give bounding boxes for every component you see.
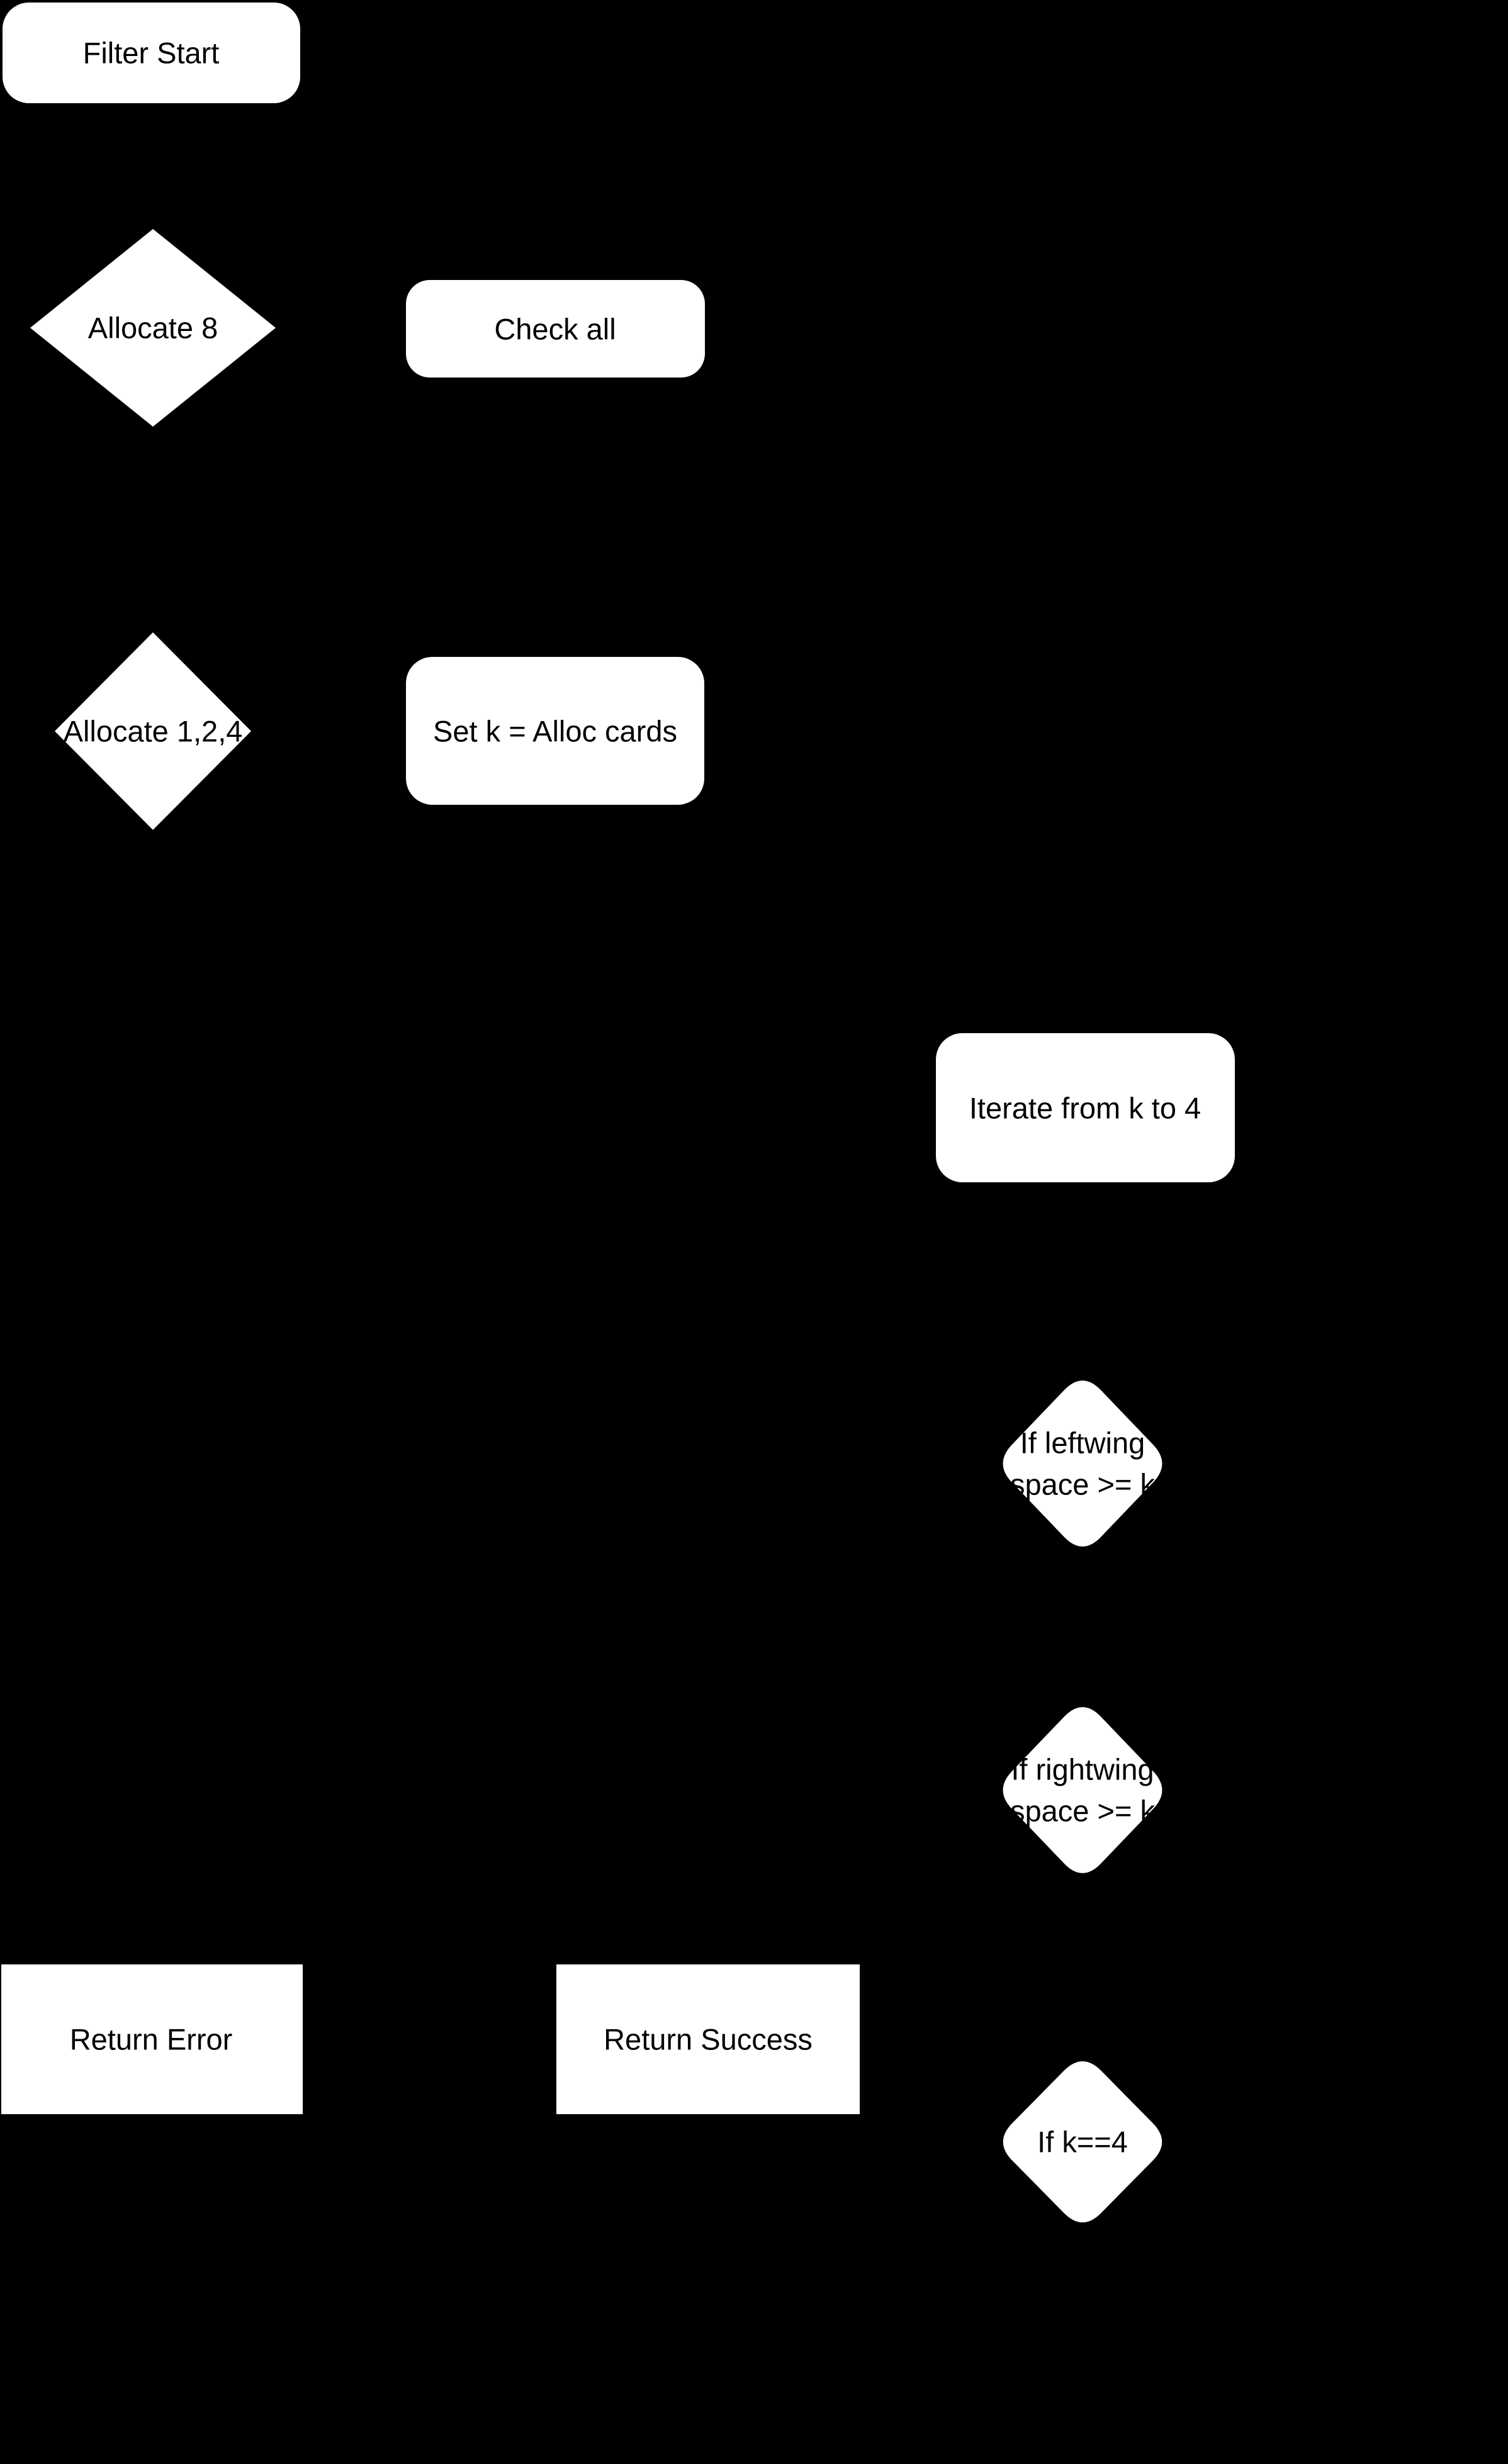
node-if-rightwing: If rightwing space >= k (1003, 1707, 1162, 1873)
set-k-shape (406, 657, 704, 805)
node-allocate-124: Allocate 1,2,4 (55, 632, 251, 830)
check-all-shape (406, 280, 705, 378)
node-return-success: Return Success (556, 1964, 860, 2114)
if-k4-shape (1003, 2061, 1162, 2223)
return-success-label: Return Success (604, 2023, 813, 2056)
node-allocate-8: Allocate 8 (30, 229, 276, 427)
return-error-shape (1, 1964, 303, 2114)
if-leftwing-label-line1: If leftwing (1020, 1426, 1145, 1460)
return-success-shape (556, 1964, 860, 2114)
node-check-all: Check all (406, 280, 705, 378)
if-rightwing-label-line2: space >= k (1010, 1795, 1155, 1828)
allocate-124-label: Allocate 1,2,4 (64, 715, 243, 748)
node-if-leftwing: If leftwing space >= k (1003, 1380, 1162, 1547)
node-iterate: Iterate from k to 4 (936, 1033, 1235, 1182)
iterate-shape (936, 1033, 1235, 1182)
allocate-8-shape (30, 229, 276, 427)
if-rightwing-label-line1: If rightwing (1011, 1753, 1154, 1786)
allocate-8-label: Allocate 8 (88, 311, 218, 345)
if-k4-label: If k==4 (1037, 2125, 1128, 2159)
set-k-label: Set k = Alloc cards (433, 715, 677, 748)
return-error-label: Return Error (70, 2023, 233, 2056)
iterate-label: Iterate from k to 4 (969, 1092, 1201, 1125)
node-if-k4: If k==4 (1003, 2061, 1162, 2223)
filter-start-label: Filter Start (83, 36, 220, 70)
if-leftwing-label-line2: space >= k (1010, 1468, 1155, 1501)
node-return-error: Return Error (1, 1964, 303, 2114)
filter-start-shape (3, 3, 300, 103)
if-leftwing-shape (1003, 1380, 1162, 1547)
allocate-124-shape (55, 632, 251, 830)
node-set-k: Set k = Alloc cards (406, 657, 704, 805)
check-all-label: Check all (494, 313, 616, 346)
node-filter-start: Filter Start (3, 3, 300, 103)
if-rightwing-shape (1003, 1707, 1162, 1873)
